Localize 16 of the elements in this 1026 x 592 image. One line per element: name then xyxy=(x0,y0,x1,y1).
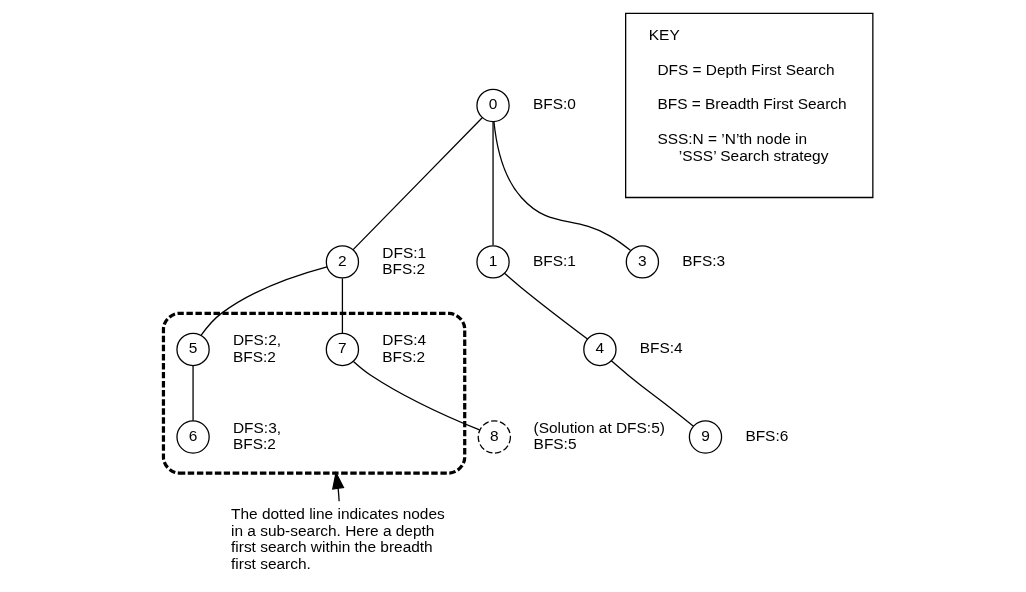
node-label: (Solution at DFS:5) xyxy=(533,418,665,436)
node-label: BFS:3 xyxy=(682,251,726,269)
node-label: DFS:4 xyxy=(382,331,427,349)
node-label: DFS:1 xyxy=(382,243,427,261)
node-label: BFS:0 xyxy=(532,95,576,113)
node-text: The dotted line indicates nodes in a sub-search. Here a depth first search within the breadth first search. xyxy=(231,504,445,573)
node-label: BFS:2 xyxy=(382,260,426,278)
node-label: BFS:5 xyxy=(533,435,577,453)
node-label: BFS:2 xyxy=(382,347,426,365)
node-label: BFS:2 xyxy=(232,347,276,365)
node-label: BFS:6 xyxy=(745,426,789,444)
node-label: BFS:1 xyxy=(532,251,576,269)
node-label: BFS:2 xyxy=(232,435,276,453)
node-label: DFS:2, xyxy=(232,331,282,349)
node-label: BFS:4 xyxy=(639,339,683,357)
node-label: DFS:3, xyxy=(232,418,282,436)
